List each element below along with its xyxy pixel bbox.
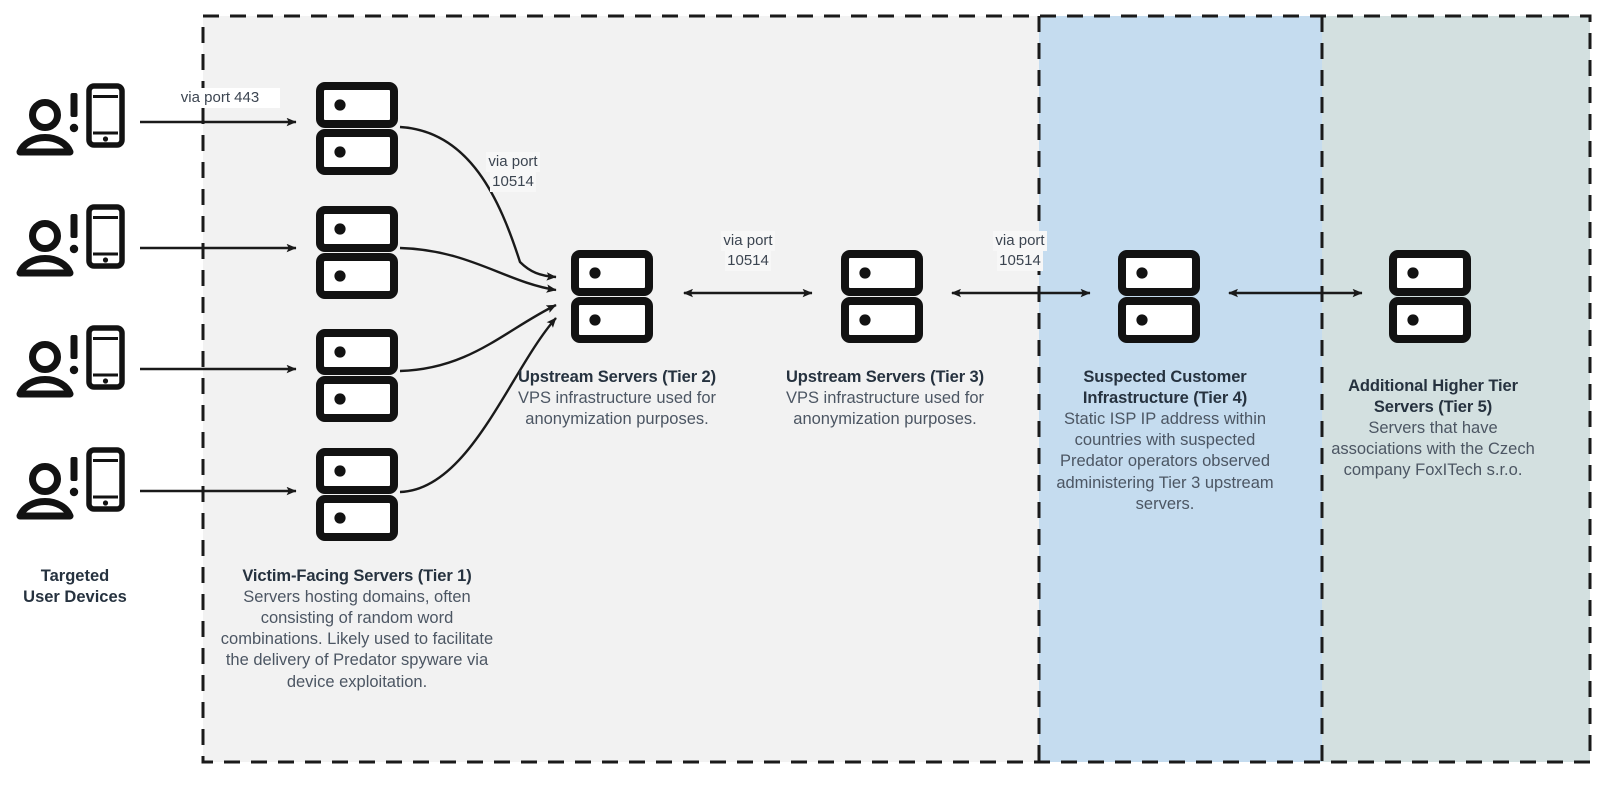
tier2-label-block: Upstream Servers (Tier 2) VPS infrastruc… xyxy=(497,367,737,430)
edge-label-port-10514-c: via port 10514 xyxy=(975,231,1065,271)
edge-label-port-10514-b: via port 10514 xyxy=(703,231,793,271)
person-icon xyxy=(16,341,74,398)
targeted-user-devices-line1: Targeted xyxy=(40,567,110,585)
smartphone-icon xyxy=(86,325,125,390)
edge-label-port-10514-a-line2: 10514 xyxy=(490,171,536,192)
tier2-description: VPS infrastructure used for anonymizatio… xyxy=(517,389,717,429)
tier5-description: Servers that have associations with the … xyxy=(1331,419,1535,480)
person-icon xyxy=(16,220,74,277)
tier2-title: Upstream Servers (Tier 2) xyxy=(517,368,717,386)
targeted-user-devices-line2: User Devices xyxy=(23,588,127,607)
exclamation-icon xyxy=(69,214,79,254)
tier3-description: VPS infrastructure used for anonymizatio… xyxy=(785,389,985,429)
server-icon-tier5 xyxy=(1389,250,1471,343)
server-icon-tier4 xyxy=(1118,250,1200,343)
server-icon-tier1-2 xyxy=(316,206,398,299)
exclamation-icon xyxy=(69,457,79,497)
edge-label-port-443: via port 443 xyxy=(160,88,280,108)
victim-device-group-1 xyxy=(16,83,125,156)
victim-device-group-4 xyxy=(16,447,125,520)
server-icon-tier1-1 xyxy=(316,82,398,175)
curve-tier1-1-to-tier2 xyxy=(399,125,557,281)
edge-label-port-10514-a: via port 10514 xyxy=(468,152,558,192)
exclamation-icon xyxy=(69,93,79,133)
edge-label-port-10514-b-line1: via port xyxy=(721,231,775,251)
tier4-title: Suspected Customer Infrastructure (Tier … xyxy=(1082,368,1248,408)
tier3-label-block: Upstream Servers (Tier 3) VPS infrastruc… xyxy=(765,367,1005,430)
edge-label-port-10514-c-line2: 10514 xyxy=(997,250,1043,271)
server-icon-tier1-3 xyxy=(316,329,398,422)
edge-label-port-10514-c-line1: via port xyxy=(993,231,1047,251)
tier1-description: Servers hosting domains, often consistin… xyxy=(220,588,494,691)
curve-tier1-3-to-tier2 xyxy=(399,303,557,373)
exclamation-icon xyxy=(69,335,79,375)
edge-label-port-10514-a-line1: via port xyxy=(486,152,540,172)
tier3-title: Upstream Servers (Tier 3) xyxy=(785,368,985,386)
tier4-description: Static ISP IP address within countries w… xyxy=(1056,410,1274,513)
edge-label-port-10514-b-line2: 10514 xyxy=(725,250,771,271)
panel-tier5 xyxy=(1322,16,1590,762)
curve-tier1-2-to-tier2 xyxy=(399,246,557,293)
smartphone-icon xyxy=(86,447,125,512)
targeted-user-devices-label: Targeted User Devices xyxy=(0,566,150,609)
victim-device-group-2 xyxy=(16,204,125,277)
tier1-label-block: Victim-Facing Servers (Tier 1) Servers h… xyxy=(212,566,502,693)
panel-tier4 xyxy=(1039,16,1322,762)
tier5-label-block: Additional Higher Tier Servers (Tier 5) … xyxy=(1328,376,1538,482)
tier4-label-block: Suspected Customer Infrastructure (Tier … xyxy=(1055,367,1275,515)
victim-device-group-3 xyxy=(16,325,125,398)
tier5-title: Additional Higher Tier Servers (Tier 5) xyxy=(1348,377,1518,417)
person-icon xyxy=(16,99,74,156)
tier1-title: Victim-Facing Servers (Tier 1) xyxy=(242,567,472,585)
server-icon-tier2 xyxy=(571,250,653,343)
smartphone-icon xyxy=(86,204,125,269)
curve-tier1-4-to-tier2 xyxy=(399,317,557,494)
server-icon-tier1-4 xyxy=(316,448,398,541)
server-icon-tier3 xyxy=(841,250,923,343)
outer-dashed-border xyxy=(201,14,1592,764)
smartphone-icon xyxy=(86,83,125,148)
person-icon xyxy=(16,463,74,520)
